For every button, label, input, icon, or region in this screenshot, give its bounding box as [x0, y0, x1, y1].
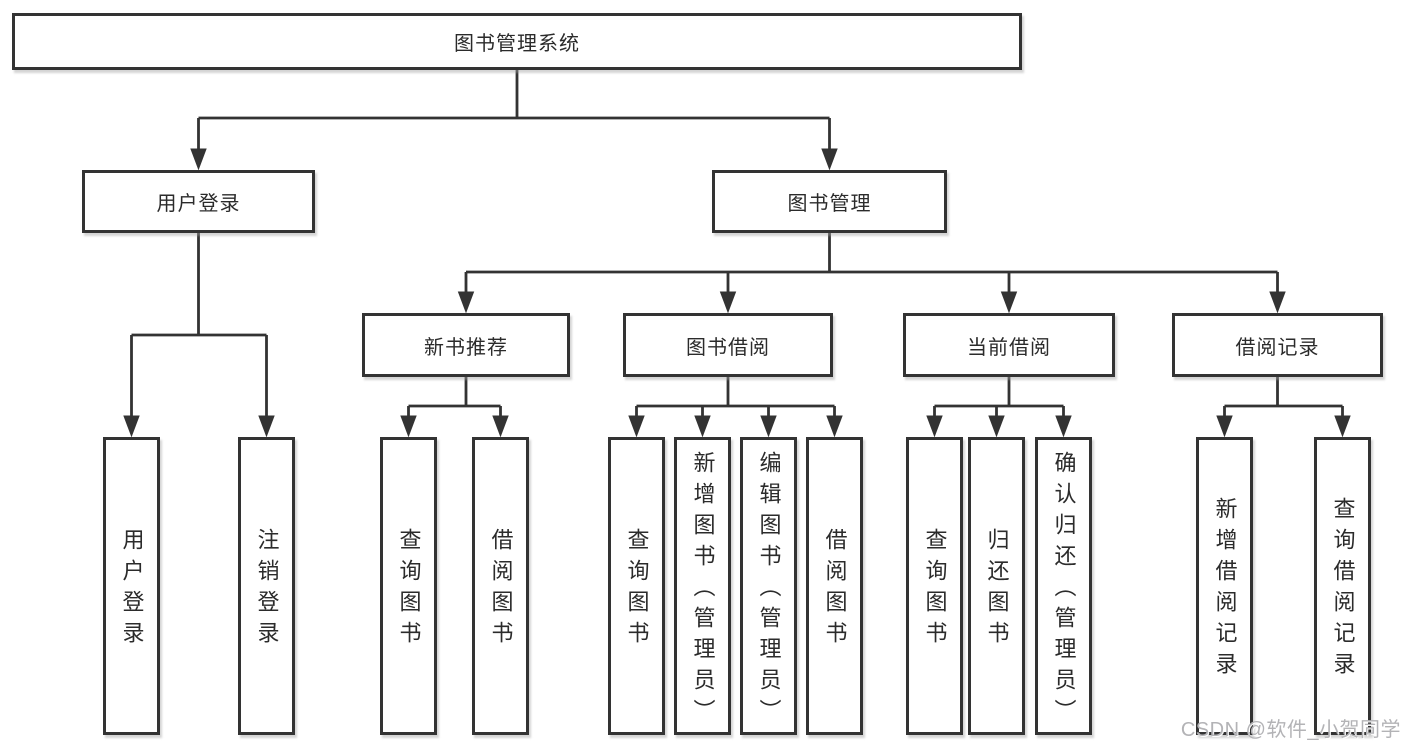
connector-current-borrowing-children [926, 377, 1072, 438]
node-label: 图书管理 [787, 193, 872, 215]
leaf-label: 注销登录 [254, 528, 280, 652]
connector-book-borrowing-children [628, 377, 843, 438]
leaf-query-borrow-record: 查询借阅记录 [1314, 437, 1371, 735]
node-library-management-system: 图书管理系统 [12, 13, 1022, 70]
leaf-logout: 注销登录 [238, 437, 295, 735]
leaf-query-books-recommend: 查询图书 [380, 437, 437, 735]
node-label: 用户登录 [156, 193, 241, 215]
node-borrowing-records: 借阅记录 [1172, 313, 1383, 377]
leaf-label: 归还图书 [984, 528, 1010, 652]
leaf-label: 查询借阅记录 [1330, 497, 1356, 683]
leaf-add-borrow-record: 新增借阅记录 [1196, 437, 1253, 735]
leaf-label: 新增图书（管理员） [690, 450, 716, 730]
leaf-add-books-admin: 新增图书（管理员） [674, 437, 731, 735]
connector-new-book-recommend-children [400, 377, 509, 438]
watermark: CSDN @软件_小贺同学 [1180, 719, 1401, 741]
leaf-label: 借阅图书 [822, 528, 848, 652]
connector-user-login-children [123, 233, 275, 438]
connector-root-to-level2 [190, 70, 838, 171]
leaf-return-books: 归还图书 [968, 437, 1025, 735]
leaf-user-login: 用户登录 [103, 437, 160, 735]
leaf-label: 查询图书 [396, 528, 422, 652]
node-new-book-recommend: 新书推荐 [362, 313, 570, 377]
leaf-label: 查询图书 [922, 528, 948, 652]
node-label: 图书借阅 [686, 336, 770, 359]
leaf-label: 用户登录 [119, 528, 145, 652]
connector-book-management-to-level3 [457, 233, 1286, 314]
leaf-edit-books-admin: 编辑图书（管理员） [740, 437, 797, 735]
connector-borrowing-records-children [1216, 377, 1351, 438]
leaf-label: 编辑图书（管理员） [756, 450, 782, 730]
leaf-borrow-books: 借阅图书 [806, 437, 863, 735]
leaf-label: 确认归还（管理员） [1051, 450, 1077, 730]
leaf-label: 查询图书 [624, 528, 650, 652]
node-label: 借阅记录 [1235, 336, 1320, 359]
node-label: 当前借阅 [967, 336, 1051, 359]
node-label: 新书推荐 [424, 336, 508, 359]
node-current-borrowing: 当前借阅 [903, 313, 1115, 377]
leaf-query-books-current: 查询图书 [906, 437, 963, 735]
node-label: 图书管理系统 [454, 33, 580, 55]
leaf-borrow-books-recommend: 借阅图书 [472, 437, 529, 735]
leaf-label: 新增借阅记录 [1212, 497, 1238, 683]
node-book-borrowing: 图书借阅 [623, 313, 833, 377]
node-book-management: 图书管理 [712, 170, 947, 233]
leaf-query-books-borrow: 查询图书 [608, 437, 665, 735]
node-user-login: 用户登录 [82, 170, 315, 233]
leaf-label: 借阅图书 [488, 528, 514, 652]
leaf-confirm-return-admin: 确认归还（管理员） [1035, 437, 1092, 735]
